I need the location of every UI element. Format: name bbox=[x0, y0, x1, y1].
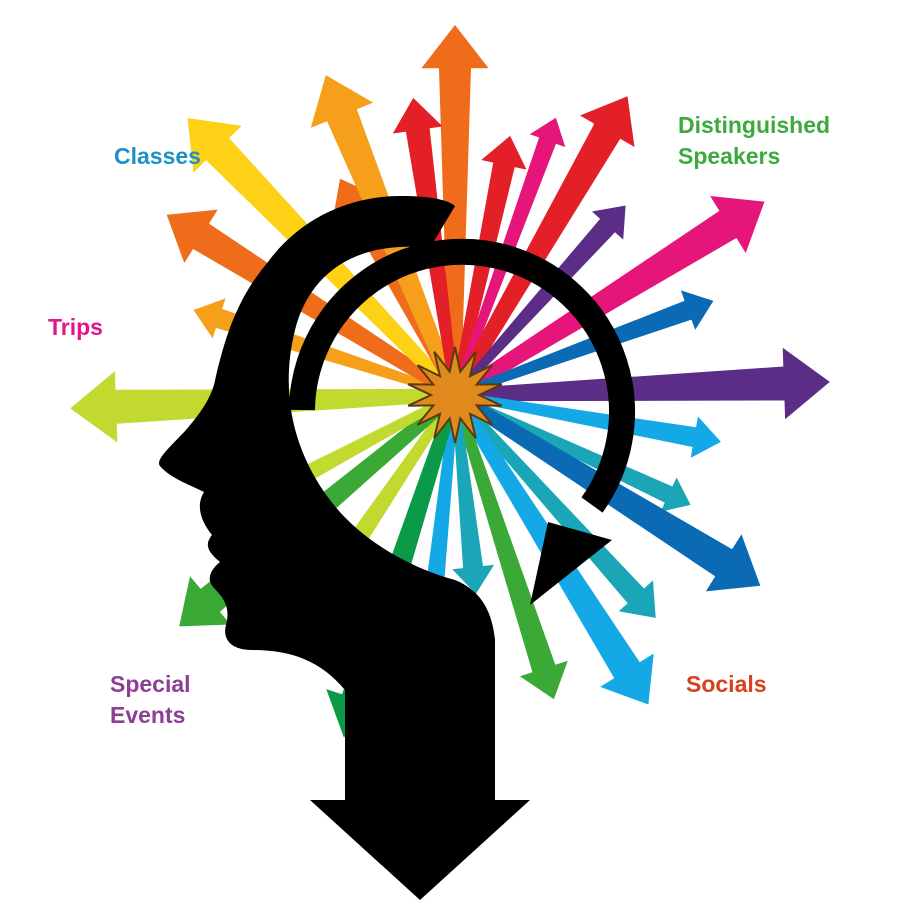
label-socials: Socials bbox=[686, 669, 767, 700]
label-socials-text: Socials bbox=[686, 671, 767, 697]
head-profile-shape bbox=[159, 196, 531, 900]
label-speakers-line2: Speakers bbox=[678, 143, 781, 169]
radiating-arrow-16 bbox=[403, 412, 458, 694]
radiating-arrow-14 bbox=[456, 410, 568, 700]
label-trips: Trips bbox=[48, 312, 103, 343]
radiating-arrow-8 bbox=[472, 347, 830, 420]
label-classes: Classes bbox=[114, 141, 201, 172]
radiating-arrow-1 bbox=[421, 25, 489, 377]
label-special-line2: Events bbox=[110, 702, 186, 728]
label-distinguished-speakers: Distinguished Speakers bbox=[678, 110, 830, 172]
label-trips-text: Trips bbox=[48, 314, 103, 340]
circular-arrow-ring bbox=[289, 238, 635, 513]
radiating-arrow-4 bbox=[458, 96, 635, 383]
label-speakers-line1: Distinguished bbox=[678, 112, 831, 138]
radiating-arrow-9 bbox=[472, 394, 721, 458]
radiating-arrow-15 bbox=[452, 412, 494, 594]
label-special-events: Special Events bbox=[110, 669, 191, 731]
radiating-arrow-5 bbox=[464, 205, 626, 385]
radiating-arrow-6 bbox=[466, 196, 765, 391]
radiating-arrow-12 bbox=[463, 405, 656, 618]
label-special-line1: Special bbox=[110, 671, 191, 697]
radiating-arrow-11 bbox=[466, 399, 761, 592]
label-classes-text: Classes bbox=[114, 143, 201, 169]
center-burst bbox=[407, 346, 503, 444]
circular-arrow-head bbox=[530, 522, 612, 605]
head-silhouette bbox=[159, 196, 635, 900]
radiating-arrow-10 bbox=[469, 399, 691, 512]
